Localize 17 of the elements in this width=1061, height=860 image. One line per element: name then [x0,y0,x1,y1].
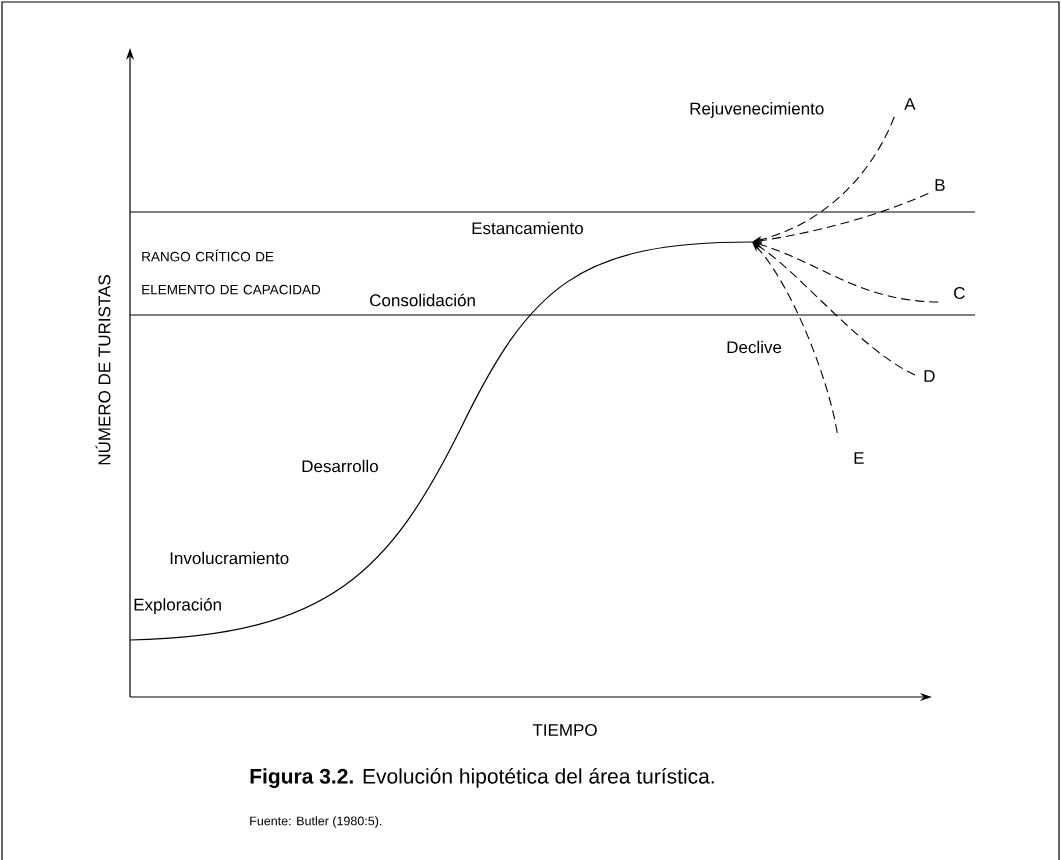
curve-letter: B [935,179,945,191]
caption: Figura 3.2. Evolución hipotética del área turística. [250,768,714,788]
stage-label: Exploración [134,598,221,614]
curve-letter: D [924,370,935,382]
curve-letter: A [904,98,916,110]
stage-label: Estancamiento [472,221,583,235]
capacity-label: RANGO CRÍTICO DE ELEMENTO DE CAPACIDAD [142,249,321,295]
axis-label: NÚMERO DE TURISTAS [95,275,111,465]
axis-label: TIEMPO [532,724,597,736]
curve-letter: E [854,452,864,464]
source-note: Fuente: Butler (1980:5). [250,816,382,828]
curve-letter: C [954,287,965,299]
stage-label: Declive [727,340,782,354]
stage-label: Consolidación [370,293,475,307]
stage-label: Involucramiento [170,551,289,565]
stage-label: Rejuvenecimiento [690,102,824,118]
stage-label: Desarrollo [302,459,378,473]
